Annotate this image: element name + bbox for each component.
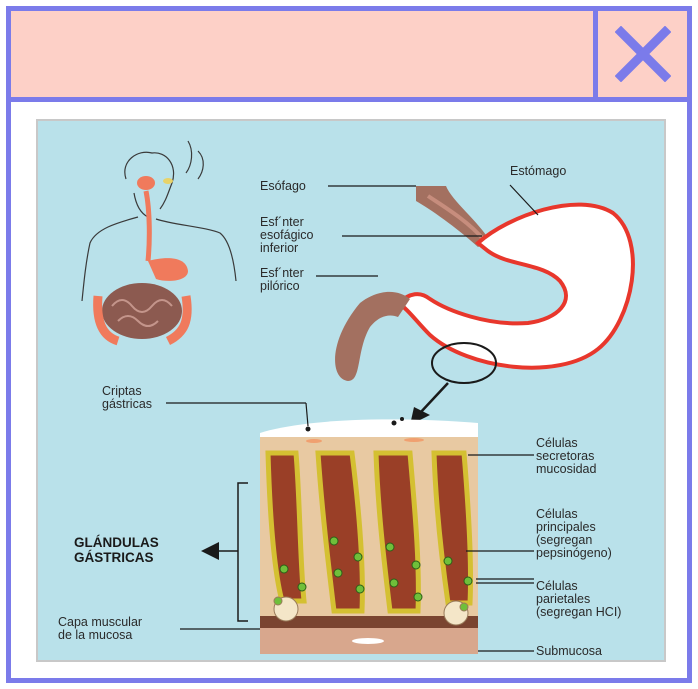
label-celulas-secretoras: Células secretoras mucosidad	[536, 437, 596, 476]
label-submucosa: Submucosa	[536, 645, 602, 658]
title-bar	[11, 11, 687, 102]
label-esfinter-pilorico: Esf´nter pilórico	[260, 267, 304, 293]
label-celulas-parietales: Células parietales (segregan HCI)	[536, 580, 621, 619]
label-estomago: Estómago	[510, 165, 566, 178]
stomach-diagram: Esófago Estómago Esf´nter esofágico infe…	[36, 119, 666, 662]
label-criptas: Criptas gástricas	[102, 385, 152, 411]
label-esofago: Esófago	[260, 180, 306, 193]
label-esfinter-esofagico: Esf´nter esofágico inferior	[260, 216, 314, 255]
mucosa-block	[260, 417, 478, 654]
dialog-window: Esófago Estómago Esf´nter esofágico infe…	[6, 6, 692, 683]
content-area: Esófago Estómago Esf´nter esofágico infe…	[11, 102, 687, 678]
close-x-icon	[615, 26, 671, 82]
close-button[interactable]	[593, 11, 687, 97]
label-glandulas: GLÁNDULAS GÁSTRICAS	[74, 535, 159, 565]
label-capa-muscular: Capa muscular de la mucosa	[58, 616, 142, 642]
label-celulas-principales: Células principales (segregan pepsinógen…	[536, 508, 612, 560]
